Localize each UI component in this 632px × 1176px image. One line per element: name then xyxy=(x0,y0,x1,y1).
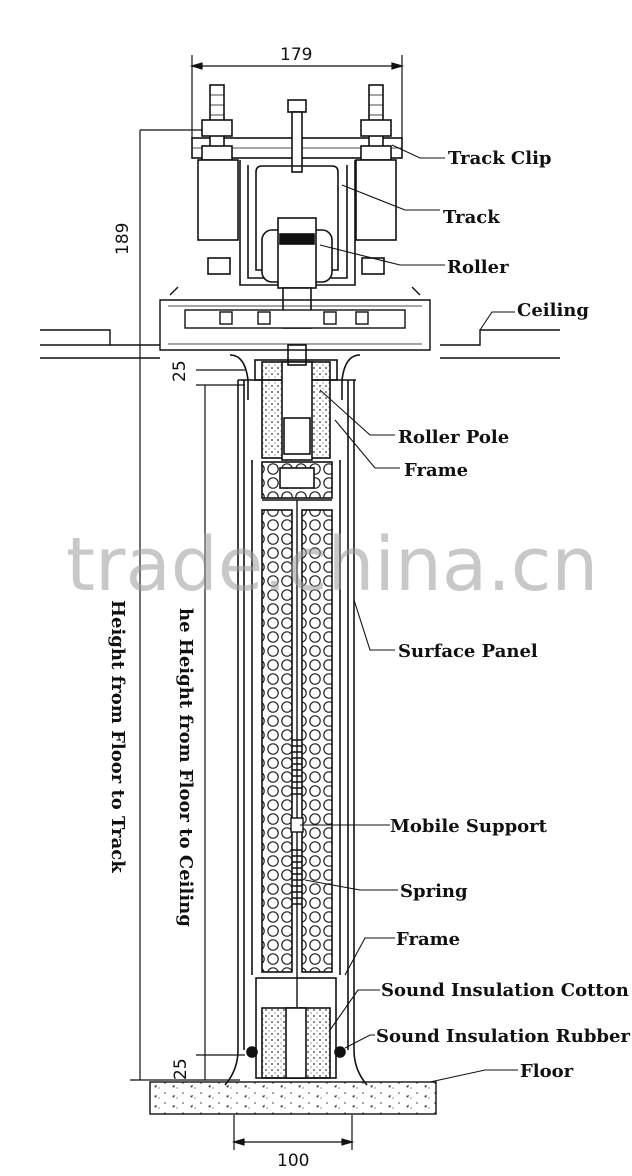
callout-sound-insulation-cotton: Sound Insulation Cotton xyxy=(381,980,629,1001)
dimension-track-height-label: 189 xyxy=(113,223,133,255)
callout-floor: Floor xyxy=(520,1061,574,1082)
floor-slab xyxy=(149,1081,437,1115)
label-floor-to-ceiling: he Height from Floor to Ceiling xyxy=(175,608,196,927)
callout-frame-bottom: Frame xyxy=(396,929,460,950)
callout-leaders xyxy=(300,144,518,1083)
dimension-floor-to-ceiling xyxy=(196,369,245,1080)
label-floor-to-track: Height from Floor to Track xyxy=(107,600,128,873)
callout-track: Track xyxy=(443,207,500,228)
callout-frame-top: Frame xyxy=(404,460,468,481)
surface-panel xyxy=(237,380,355,1050)
callout-mobile-support: Mobile Support xyxy=(390,816,548,837)
callout-track-clip: Track Clip xyxy=(448,148,552,169)
dimension-bottom-width xyxy=(231,1115,355,1150)
dimension-gap-top-label: 25 xyxy=(170,360,190,382)
watermark: trade.china.cn xyxy=(66,522,598,608)
dimension-gap-bottom-label: 25 xyxy=(171,1058,191,1080)
callout-surface-panel: Surface Panel xyxy=(398,641,538,662)
ceiling xyxy=(40,286,560,359)
callout-ceiling: Ceiling xyxy=(517,300,589,321)
dimension-bottom-width-label: 100 xyxy=(277,1151,309,1171)
dimension-top-width-label: 179 xyxy=(280,45,312,65)
bottom-frame xyxy=(224,977,368,1086)
panel-top-profile xyxy=(229,344,361,461)
mobile-support xyxy=(290,500,304,1075)
callout-roller-pole: Roller Pole xyxy=(398,427,509,448)
dimension-top-width xyxy=(189,55,405,140)
callout-spring: Spring xyxy=(400,881,468,902)
callout-sound-insulation-rubber: Sound Insulation Rubber xyxy=(376,1026,630,1047)
callout-roller: Roller xyxy=(447,257,509,278)
track xyxy=(197,159,397,286)
